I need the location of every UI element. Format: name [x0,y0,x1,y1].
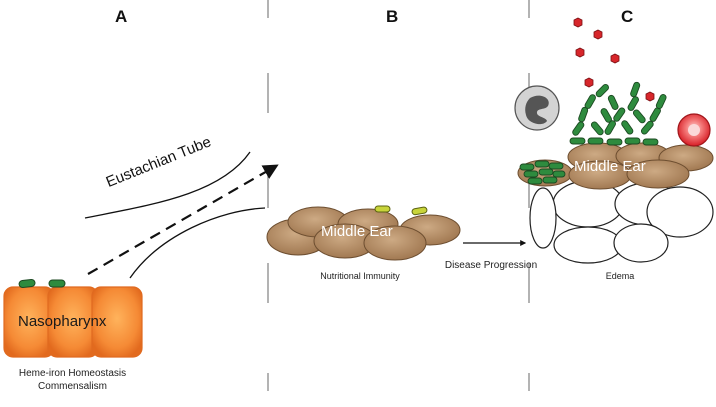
heme-molecules [573,17,655,102]
bacterium-icon [542,176,558,184]
bacterium-icon [48,279,66,288]
bacterium-icon [595,84,609,98]
bacterium-icon [411,206,428,216]
panel-label-b: B [386,7,399,26]
bacterium-icon [604,120,616,135]
nasopharynx-label: Nasopharynx [18,313,107,330]
bacterium-icon [374,205,391,213]
middle-ear-label-b: Middle Ear [321,223,393,240]
bacterium-icon [534,160,550,168]
biofilm-bacteria [569,81,667,146]
caption-a: Heme-iron Homeostasis Commensalism [0,367,145,393]
caption-a-line1: Heme-iron Homeostasis [18,368,127,379]
bacterium-icon [640,120,654,135]
bacterium-icon [18,279,36,288]
bacterium-icon [627,96,639,111]
heme-hexagon-icon [584,77,594,88]
heme-hexagon-icon [610,53,620,64]
bacterium-icon [572,121,585,136]
bacterium-icon [584,94,596,109]
commensal-bacteria [18,279,66,288]
nasopharynx-epithelium [3,286,143,358]
heme-hexagon-icon [575,47,585,58]
bacterium-icon [548,162,564,170]
bacterium-icon [613,107,626,122]
bacterium-icon [642,138,659,146]
bacterial-cluster [519,160,566,185]
bacterium-icon [527,177,543,185]
bacterium-icon [630,81,641,98]
bacterium-icon [587,137,604,145]
bacterium-icon [624,137,641,145]
tube-lower-wall [129,207,266,279]
middle-ear-cells-b [266,206,461,261]
eustachian-tube [84,151,279,279]
migration-arrow [87,164,279,275]
bacterium-icon [538,168,554,176]
bacterium-icon [523,170,539,178]
neutrophil-icon [514,85,560,131]
panel-dividers [267,0,530,402]
epithelial-cell [91,286,143,358]
caption-b: Nutritional Immunity [320,271,400,281]
panel-label-a: A [115,7,128,26]
bacterium-icon [632,109,646,124]
edema-cell [553,226,623,264]
red-blood-cell-icon [677,113,711,147]
middle-ear-cell [626,159,690,189]
middle-ear-label-c: Middle Ear [574,158,646,175]
caption-a-line2: Commensalism [38,381,107,392]
nutrient-limited-bacteria [374,205,428,216]
heme-hexagon-icon [593,29,603,40]
tube-upper-wall [84,151,251,219]
bacterium-icon [621,120,634,135]
bacterium-icon [607,94,619,110]
bacterium-icon [552,170,566,178]
middle-ear-cell [363,225,427,261]
panel-label-c: C [621,7,634,26]
bacterium-icon [606,138,623,146]
heme-hexagon-icon [573,17,583,28]
edema-cells [529,180,714,264]
edema-cell [646,186,714,238]
edema-cell [613,223,669,263]
heme-hexagon-icon [645,91,655,102]
bacterium-icon [590,121,604,136]
bacterium-icon [519,163,535,171]
bacterium-icon [569,137,586,145]
bacterium-icon [578,106,589,123]
bacterium-icon [655,94,667,110]
caption-c: Edema [605,271,635,281]
edema-cell [529,187,557,249]
disease-progression-label: Disease Progression [444,260,538,271]
